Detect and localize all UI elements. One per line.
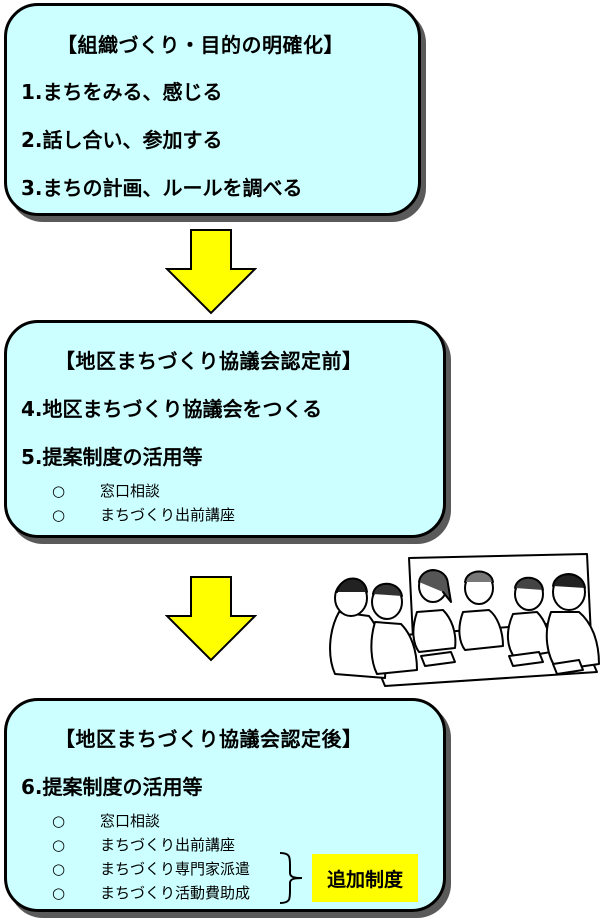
sub-item-label: まちづくり専門家派遣 bbox=[100, 860, 251, 878]
arrow-down-icon bbox=[165, 229, 257, 315]
step-item: 5.提案制度の活用等 bbox=[21, 445, 203, 469]
step-item: 4.地区まちづくり協議会をつくる bbox=[21, 397, 323, 421]
step-item: 3.まちの計画、ルールを調べる bbox=[21, 176, 303, 200]
sub-item-label: まちづくり出前講座 bbox=[100, 506, 236, 524]
section-box-after-certification: 【地区まちづくり協議会認定後】 6.提案制度の活用等 ○ 窓口相談 ○ まちづく… bbox=[4, 698, 446, 912]
sub-item: ○ まちづくり活動費助成 bbox=[52, 882, 250, 903]
step-item: 6.提案制度の活用等 bbox=[21, 775, 203, 799]
section-heading: 【組織づくり・目的の明確化】 bbox=[57, 33, 344, 57]
sub-item: ○ まちづくり出前講座 bbox=[52, 504, 235, 525]
arrow-down-icon bbox=[165, 576, 257, 662]
sub-item: ○ まちづくり専門家派遣 bbox=[52, 858, 250, 879]
section-heading: 【地区まちづくり協議会認定前】 bbox=[55, 349, 363, 373]
additional-program-badge: 追加制度 bbox=[312, 854, 418, 902]
section-box-before-certification: 【地区まちづくり協議会認定前】 4.地区まちづくり協議会をつくる 5.提案制度の… bbox=[4, 320, 446, 538]
brace-icon bbox=[279, 852, 303, 904]
sub-item-label: 窓口相談 bbox=[100, 812, 161, 830]
bullet-circle: ○ bbox=[52, 835, 66, 854]
sub-item-label: まちづくり出前講座 bbox=[100, 836, 236, 854]
bullet-circle: ○ bbox=[52, 505, 66, 524]
bullet-circle: ○ bbox=[52, 859, 66, 878]
section-box-organization: 【組織づくり・目的の明確化】 1.まちをみる、感じる 2.話し合い、参加する 3… bbox=[4, 3, 421, 216]
bullet-circle: ○ bbox=[52, 811, 66, 830]
step-item: 2.話し合い、参加する bbox=[21, 128, 223, 152]
section-heading: 【地区まちづくり協議会認定後】 bbox=[55, 727, 363, 751]
sub-item: ○ 窓口相談 bbox=[52, 480, 160, 501]
sub-item-label: 窓口相談 bbox=[100, 482, 161, 500]
sub-item: ○ まちづくり出前講座 bbox=[52, 834, 235, 855]
bullet-circle: ○ bbox=[52, 883, 66, 902]
bullet-circle: ○ bbox=[52, 481, 66, 500]
step-item: 1.まちをみる、感じる bbox=[21, 80, 223, 104]
sub-item-label: まちづくり活動費助成 bbox=[100, 884, 251, 902]
meeting-illustration bbox=[329, 553, 600, 687]
sub-item: ○ 窓口相談 bbox=[52, 810, 160, 831]
